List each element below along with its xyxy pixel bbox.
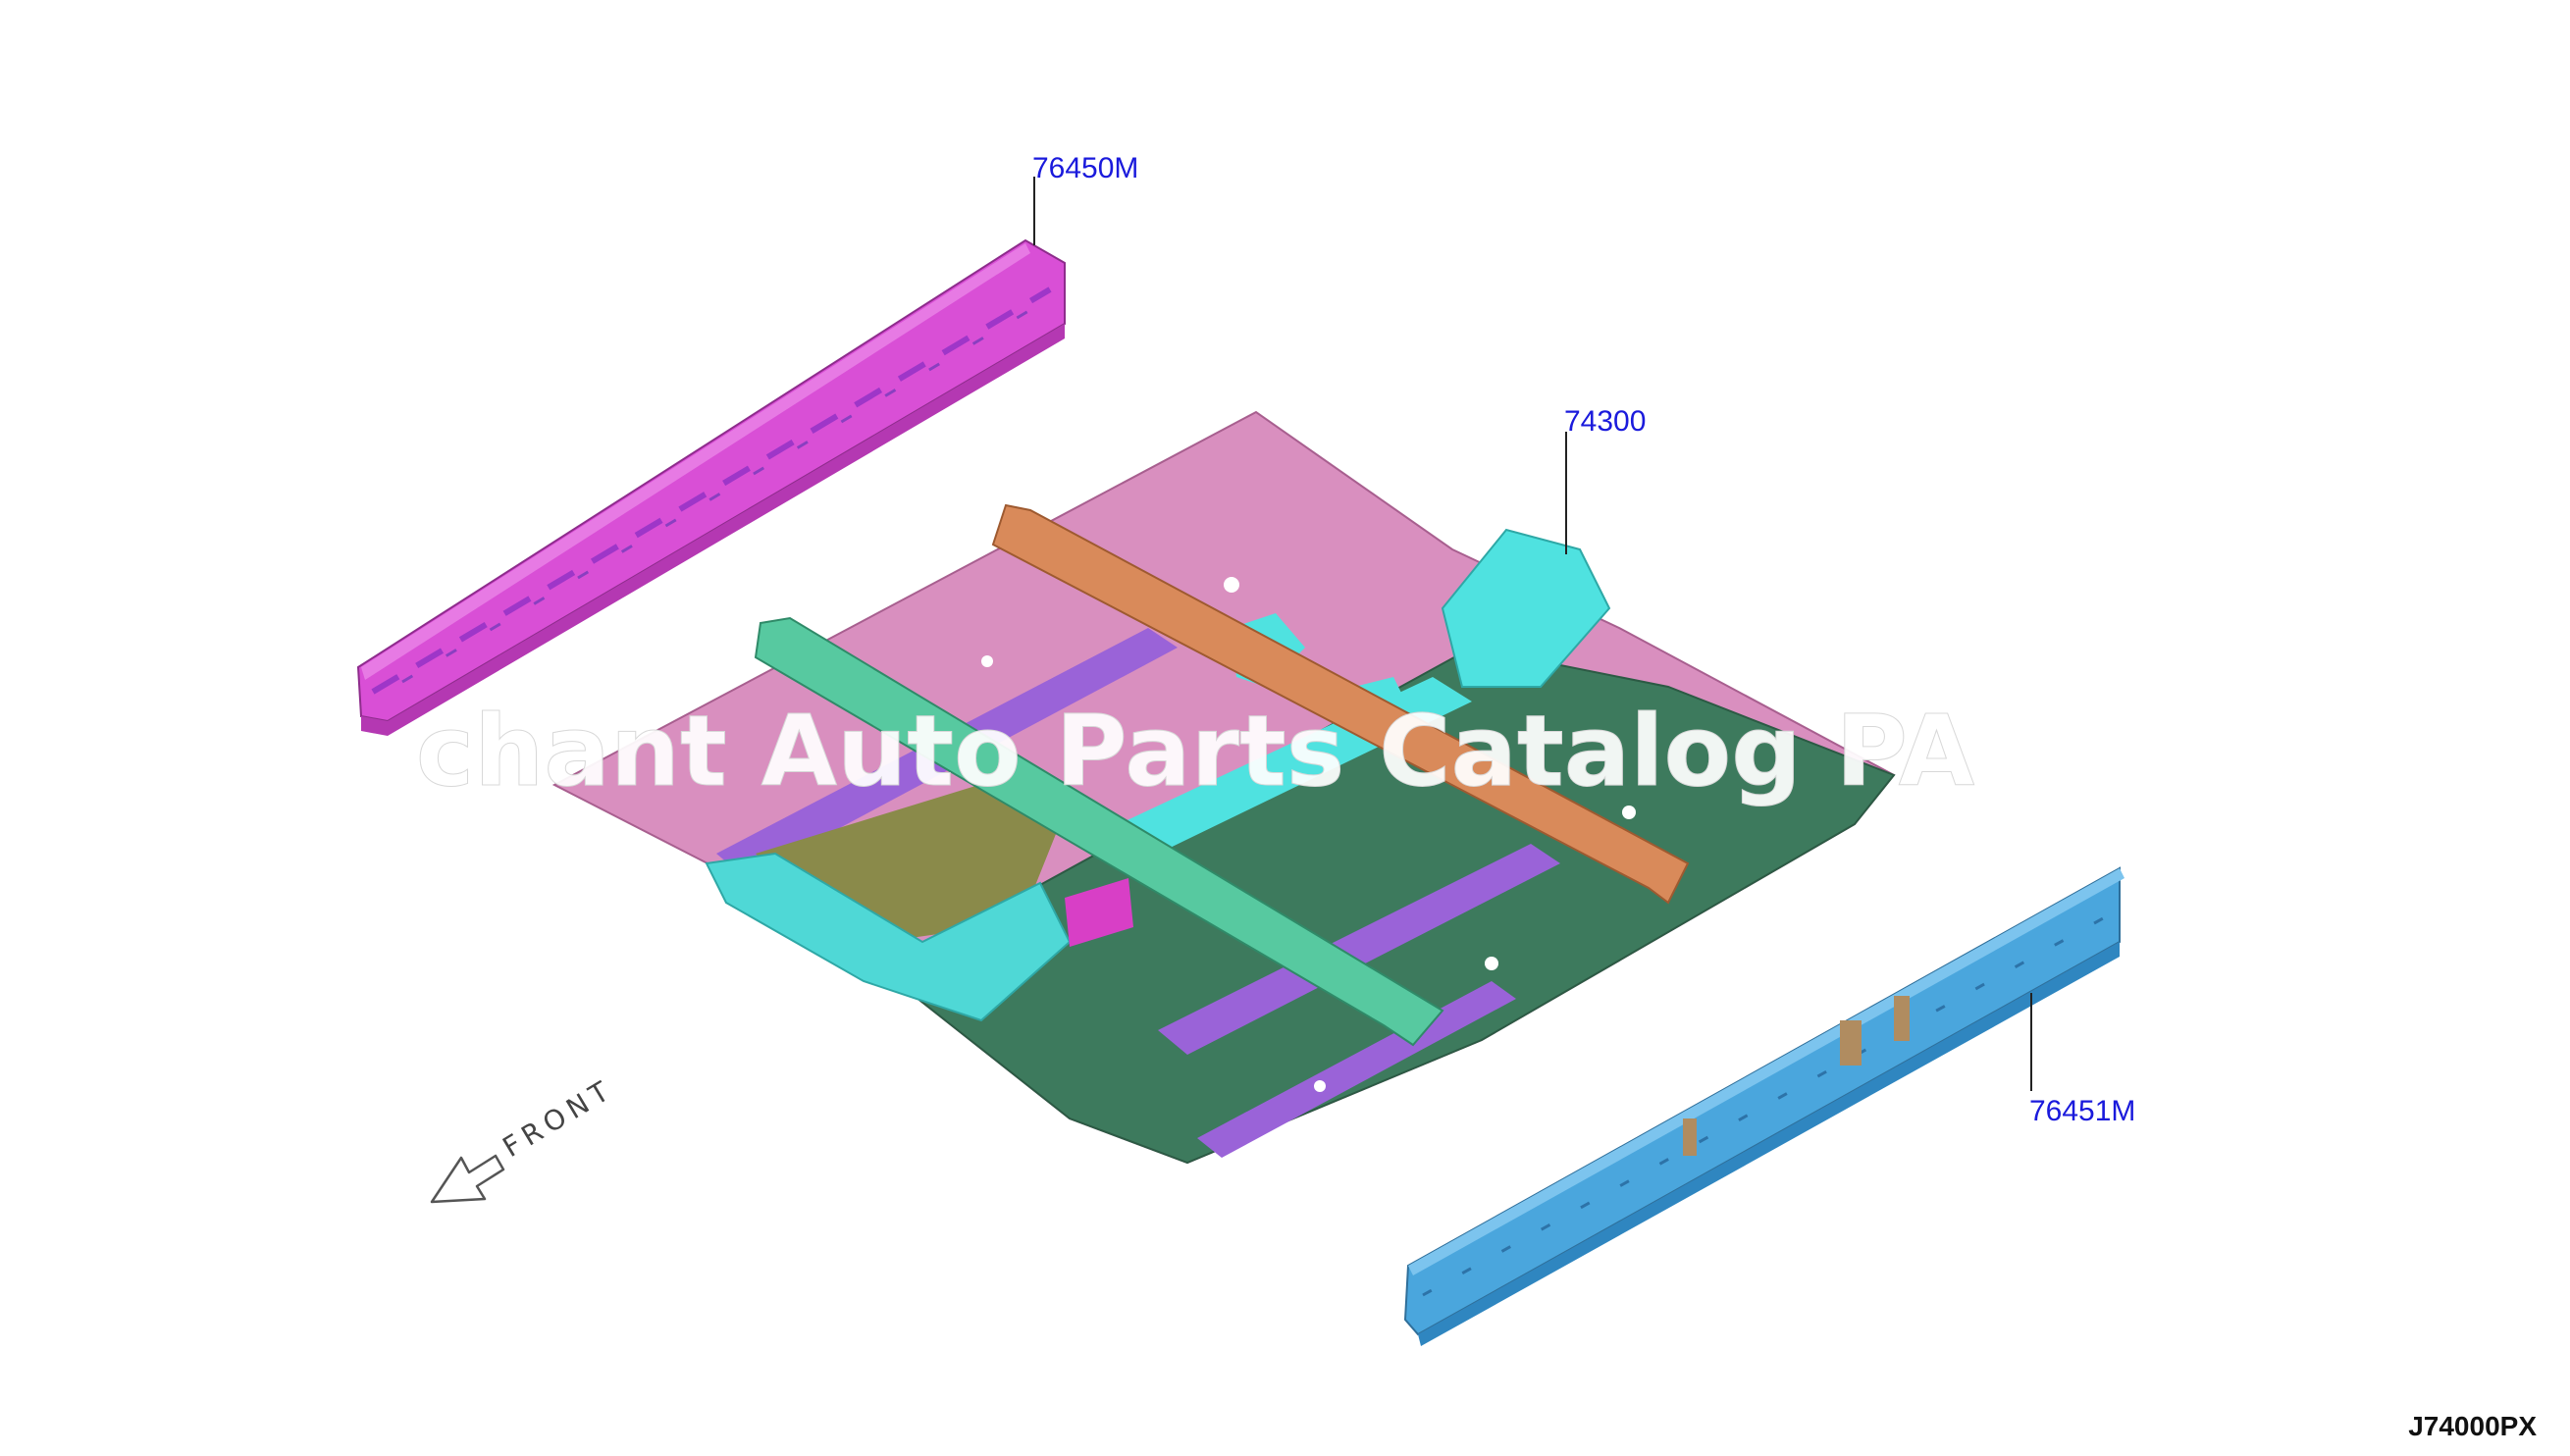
side-sill-right-part[interactable] — [1403, 866, 2124, 1346]
diagram-code: J74000PX — [2408, 1411, 2537, 1441]
watermark-text: chant Auto Parts Catalog PA — [416, 694, 1974, 808]
callout-76451m[interactable]: 76451M — [2029, 1095, 2135, 1127]
callout-76450m[interactable]: 76450M — [1032, 152, 1138, 184]
floor-panel-assembly[interactable] — [551, 410, 1896, 1165]
callout-74300[interactable]: 74300 — [1564, 405, 1646, 438]
front-arrow-icon — [430, 1154, 505, 1204]
front-label: FRONT — [498, 1072, 620, 1164]
side-sill-left-part[interactable] — [356, 238, 1066, 736]
